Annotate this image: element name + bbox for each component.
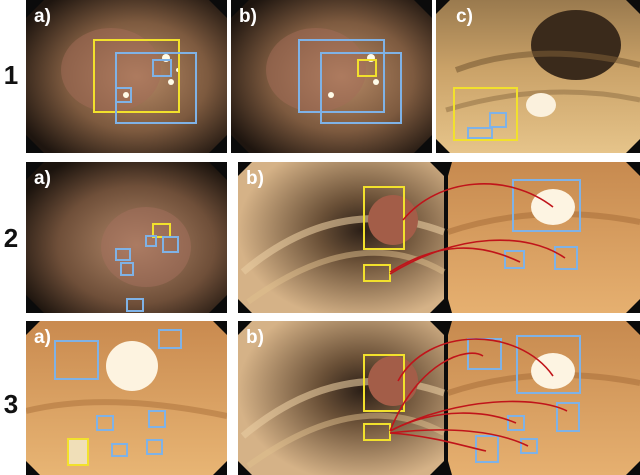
row-label-3: 3 [3, 389, 19, 419]
panel-1c: c) [436, 0, 640, 153]
panel-3a: a) [26, 321, 227, 475]
detection-box-blue [111, 443, 128, 457]
panel-3b-label: b) [246, 327, 264, 348]
detection-box-blue [489, 112, 507, 128]
panel-2b-label: b) [246, 168, 264, 189]
detection-box-blue [54, 340, 99, 380]
panel-1c-label: c) [456, 6, 473, 27]
detection-box-yellow [67, 438, 89, 466]
row-label-1: 1 [3, 60, 19, 90]
detection-box-blue [512, 179, 581, 232]
detection-box-blue [516, 335, 581, 394]
detection-box-yellow [357, 59, 377, 77]
panel-2a: a) [26, 162, 227, 313]
detection-box-blue [467, 127, 493, 139]
detection-box-blue [520, 438, 538, 454]
correspondence-arrow [389, 432, 487, 452]
panel-1a: a) [26, 0, 227, 153]
detection-box-blue [115, 248, 131, 261]
panel-1a-image [26, 0, 227, 153]
correspondence-arrow [389, 429, 529, 447]
panel-3a-image [26, 321, 227, 475]
correspondence-arrow [402, 183, 554, 221]
panel-3a-label: a) [34, 327, 51, 348]
correspondence-arrow [389, 400, 568, 432]
detection-box-blue [554, 246, 578, 270]
panel-3b-image [238, 321, 640, 475]
panel-1b-label: b) [239, 6, 257, 27]
panel-2b-image [238, 162, 640, 313]
panel-2a-label: a) [34, 168, 51, 189]
panel-1a-label: a) [34, 6, 51, 27]
detection-box-blue [504, 250, 525, 269]
panel-2a-image [26, 162, 227, 313]
detection-box-blue [152, 59, 172, 77]
detection-box-yellow [363, 423, 391, 441]
detection-box-blue [120, 262, 134, 276]
detection-box-blue [145, 235, 157, 247]
detection-box-yellow [453, 87, 518, 141]
detection-box-blue [556, 402, 580, 432]
detection-box-blue [162, 236, 179, 253]
panel-1b-image [231, 0, 432, 153]
detection-box-blue [320, 52, 402, 124]
detection-box-blue [507, 415, 525, 431]
detection-box-blue [115, 87, 132, 103]
row-label-2: 2 [3, 223, 19, 253]
correspondence-arrow [389, 247, 521, 273]
detection-box-blue [146, 439, 163, 455]
correspondence-arrow [397, 338, 554, 382]
detection-box-blue [298, 39, 385, 113]
panel-1c-image [436, 0, 640, 153]
detection-box-blue [158, 329, 182, 349]
detection-box-yellow [363, 354, 405, 412]
panel-1b: b) [231, 0, 432, 153]
correspondence-arrow [389, 239, 566, 275]
detection-box-blue [126, 298, 144, 312]
detection-box-yellow [152, 223, 171, 238]
detection-box-yellow [363, 264, 391, 282]
detection-box-blue [96, 415, 114, 431]
panel-2b: b) [238, 162, 640, 313]
panel-3b: b) [238, 321, 640, 475]
detection-box-blue [148, 410, 166, 428]
correspondence-arrow [389, 352, 484, 432]
detection-box-yellow [93, 39, 180, 113]
